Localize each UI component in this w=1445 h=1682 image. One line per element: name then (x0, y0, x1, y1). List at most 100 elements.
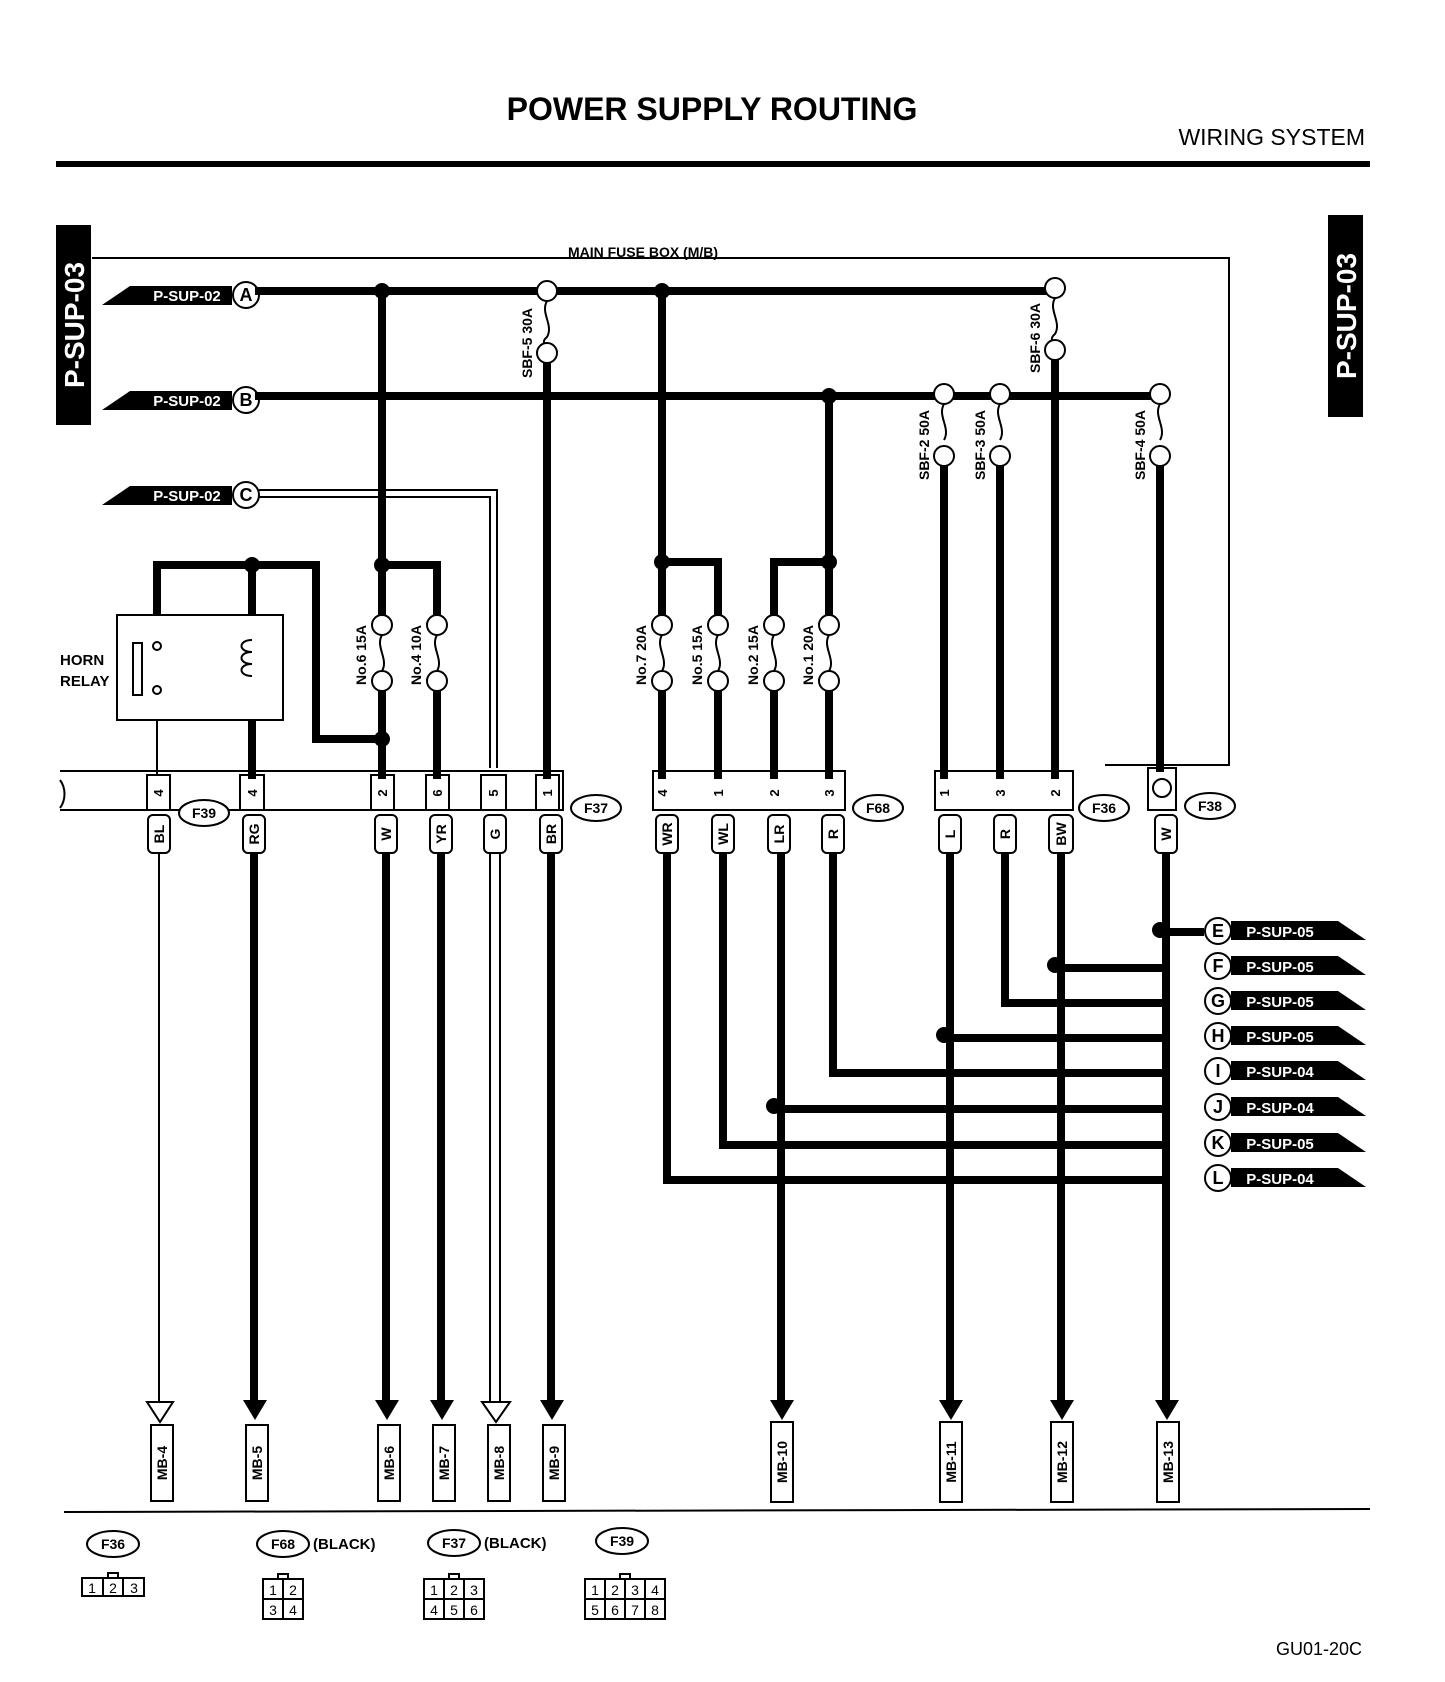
legend-f36-name: F36 (101, 1536, 125, 1552)
output-tag-l-ref: P-SUP-04 (1246, 1171, 1314, 1188)
mb-terminal-8: MB-8 (487, 1424, 511, 1502)
pin-r: 3 (822, 789, 837, 796)
mb-terminal-4-label: MB-4 (154, 1446, 170, 1480)
main-fuse-box-outline (92, 257, 1230, 766)
input-tag-b-ref: P-SUP-02 (153, 393, 221, 410)
fuse-sbf-4: SBF-4 50A (1132, 383, 1171, 480)
wire-w2: W (1158, 827, 1174, 841)
wire-br: BR (543, 824, 559, 844)
wire-wl: WL (715, 823, 731, 845)
legend-f37-pin-6: 6 (470, 1602, 478, 1618)
fuse-no-6-label: No.6 15A (353, 625, 369, 685)
section-title: WIRING SYSTEM (1178, 124, 1365, 150)
legend-f39-pin-1: 1 (591, 1582, 599, 1598)
fuse-sbf-5-label: SBF-5 30A (519, 308, 535, 378)
fuse-no-2-label: No.2 15A (745, 625, 761, 685)
pin-yr: 6 (430, 789, 445, 796)
mb-terminal-12-label: MB-12 (1054, 1441, 1070, 1483)
output-tag-i-letter: I (1215, 1061, 1220, 1081)
legend-f37-pin-2: 2 (450, 1582, 458, 1598)
legend-f37-note: (BLACK) (484, 1535, 546, 1552)
output-tag-g-ref: P-SUP-05 (1246, 994, 1314, 1011)
output-tag-e[interactable]: E P-SUP-05 (1204, 917, 1366, 945)
output-arrows (145, 1400, 1179, 1424)
pin-rg: 4 (245, 789, 260, 797)
legend-f37-pin-3: 3 (470, 1582, 478, 1598)
output-tag-l[interactable]: L P-SUP-04 (1204, 1164, 1366, 1192)
legend-f39-name: F39 (610, 1533, 634, 1549)
wire-g: G (487, 828, 503, 839)
header-rule (56, 161, 1370, 167)
mb-terminals: MB-4 MB-5 MB-6 MB-7 MB-8 MB-9 MB-10 MB-1… (150, 1421, 1180, 1503)
connector-f39: F39 (192, 805, 216, 821)
input-tag-c[interactable]: P-SUP-02 C (102, 481, 260, 509)
mb-terminal-13: MB-13 (1156, 1421, 1180, 1503)
output-tag-f[interactable]: F P-SUP-05 (1204, 952, 1366, 980)
input-tag-b[interactable]: P-SUP-02 B (102, 386, 260, 414)
output-tag-i[interactable]: I P-SUP-04 (1204, 1057, 1366, 1085)
input-tag-b-letter: B (240, 390, 253, 410)
fuse-sbf-6: SBF-6 30A (1027, 277, 1066, 373)
fuse-no-7: No.7 20A (633, 614, 673, 692)
input-tag-a[interactable]: P-SUP-02 A (102, 281, 260, 309)
input-tag-c-ref: P-SUP-02 (153, 488, 221, 505)
pin-bl: 4 (151, 789, 166, 797)
output-tag-e-ref: P-SUP-05 (1246, 924, 1314, 941)
output-tag-g[interactable]: G P-SUP-05 (1204, 987, 1366, 1015)
mb-terminal-6: MB-6 (377, 1424, 401, 1502)
wire-bl: BL (151, 824, 167, 843)
mb-terminal-11-label: MB-11 (943, 1441, 959, 1482)
output-tag-j-ref: P-SUP-04 (1246, 1100, 1314, 1117)
legend-f36-pin-2: 2 (109, 1580, 117, 1596)
output-tag-h-ref: P-SUP-05 (1246, 1029, 1314, 1046)
fuse-sbf-4-label: SBF-4 50A (1132, 410, 1148, 480)
legend-f39-pin-3: 3 (631, 1582, 639, 1598)
output-tag-i-ref: P-SUP-04 (1246, 1064, 1314, 1081)
mb-terminal-11: MB-11 (939, 1421, 963, 1503)
legend-f37-pin-5: 5 (450, 1602, 458, 1618)
legend-f37-pin-4: 4 (430, 1602, 438, 1618)
horn-relay-label-2: RELAY (60, 673, 109, 690)
pin-l: 1 (937, 789, 952, 796)
output-tag-h[interactable]: H P-SUP-05 (1204, 1022, 1366, 1050)
fuse-no-5: No.5 15A (689, 614, 729, 692)
legend-f37-name: F37 (442, 1535, 466, 1551)
fuse-no-4: No.4 10A (408, 614, 448, 692)
legend-f39-pin-8: 8 (651, 1602, 659, 1618)
input-tag-a-letter: A (240, 285, 253, 305)
wire-l: L (942, 829, 958, 838)
horn-relay-label-1: HORN (60, 652, 104, 669)
mb-terminal-9-label: MB-9 (546, 1446, 562, 1480)
footer-rule (63, 1508, 1371, 1513)
fuse-no-1: No.1 20A (800, 614, 840, 692)
fuse-sbf-6-label: SBF-6 30A (1027, 303, 1043, 373)
fuse-sbf-3-label: SBF-3 50A (972, 410, 988, 480)
fuse-sbf-2: SBF-2 50A (916, 383, 955, 480)
wire-wr: WR (659, 822, 675, 845)
mb-terminal-5-label: MB-5 (249, 1446, 265, 1480)
junction-dots (244, 283, 1168, 1114)
pin-wl: 1 (711, 789, 726, 796)
mb-terminal-8-label: MB-8 (491, 1446, 507, 1480)
legend-f39-pin-2: 2 (611, 1582, 619, 1598)
page-tag-right: P-SUP-03 (1331, 253, 1362, 379)
mb-terminal-7: MB-7 (432, 1424, 456, 1502)
connector-f36: F36 (1092, 800, 1116, 816)
output-tag-k[interactable]: K P-SUP-05 (1204, 1129, 1366, 1157)
connector-f68: F68 (866, 800, 890, 816)
legend-f36-pin-1: 1 (88, 1580, 96, 1596)
output-tag-l-letter: L (1213, 1168, 1224, 1188)
output-tag-j[interactable]: J P-SUP-04 (1204, 1093, 1366, 1121)
fuse-sbf-3: SBF-3 50A (972, 383, 1011, 480)
output-tag-f-ref: P-SUP-05 (1246, 959, 1314, 976)
fuse-no-4-label: No.4 10A (408, 625, 424, 685)
legend-f68-pin-2: 2 (289, 1582, 297, 1598)
pin-w: 2 (375, 789, 390, 796)
input-tag-c-letter: C (240, 485, 253, 505)
fuse-no-7-label: No.7 20A (633, 625, 649, 685)
output-tag-j-letter: J (1213, 1097, 1223, 1117)
wire-r2: R (997, 829, 1013, 839)
page-tag-left-bg (56, 225, 91, 425)
